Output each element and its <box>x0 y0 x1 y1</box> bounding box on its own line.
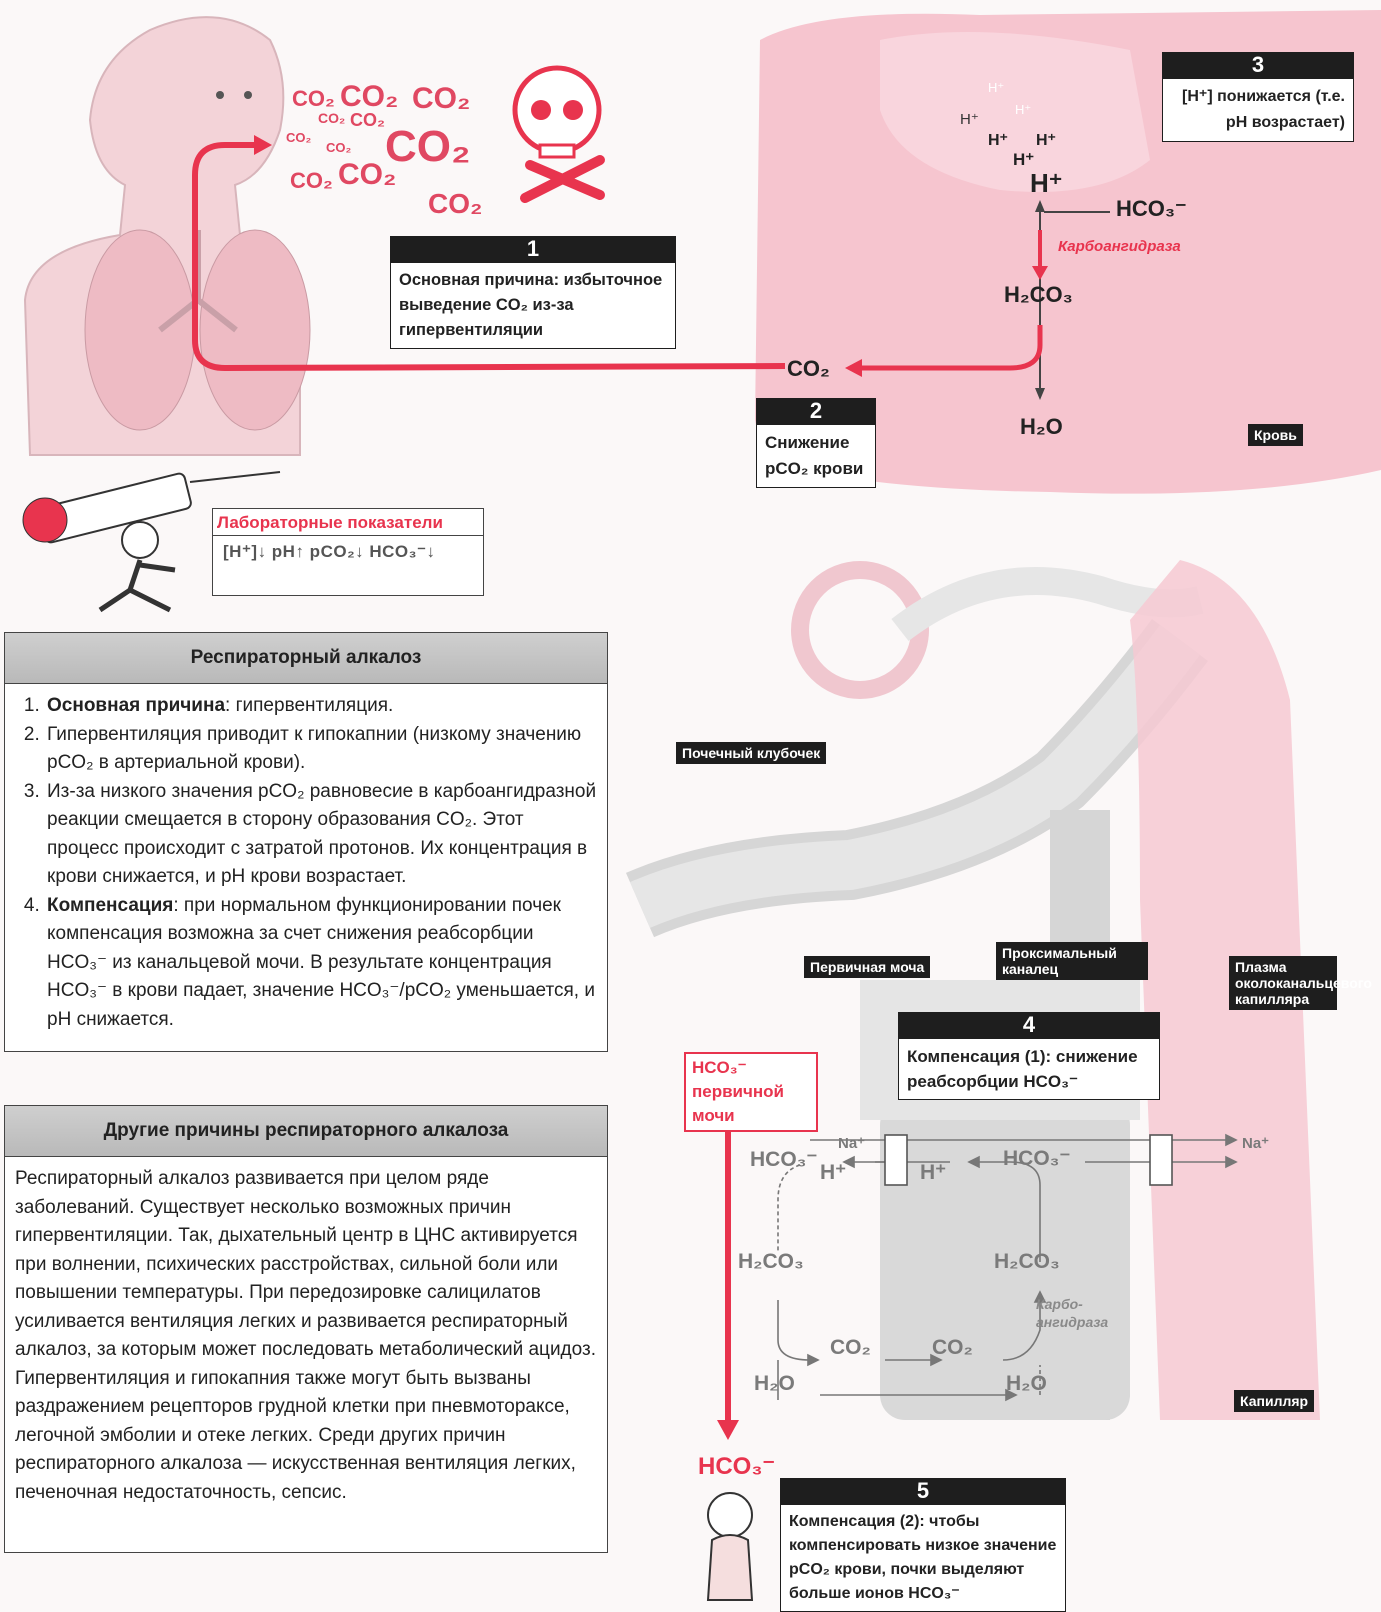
cell-h2o: H₂O <box>1006 1372 1047 1395</box>
co2: CO₂ <box>787 356 830 381</box>
hco3-primary-text: HCO₃⁻ первичной мочи <box>692 1058 784 1125</box>
h2o: H₂O <box>1020 414 1063 439</box>
blood-reaction-arrows <box>845 200 1110 400</box>
co2-label: CO₂ <box>318 110 346 126</box>
small-h-ion: H⁺ <box>1015 102 1032 117</box>
list-item: Основная причина: гипервентиляция. <box>45 692 597 721</box>
lab-title: Лабораторные показатели <box>213 509 483 536</box>
co2-label: CO₂ <box>286 130 312 145</box>
step-text: Компенсация (2): чтобы компенсировать ни… <box>780 1504 1066 1612</box>
step-number: 3 <box>1162 52 1354 78</box>
small-h-ion: H⁺ <box>960 111 979 128</box>
respiratory-alkalosis-panel: Респираторный алкалоз Основная причина: … <box>4 632 608 1052</box>
other-causes-panel: Другие причины респираторного алкалоза Р… <box>4 1105 608 1553</box>
list-item-bold: Основная причина <box>47 695 226 716</box>
list-item: Компенсация: при нормальном функциониров… <box>45 892 597 1035</box>
panel-title: Респираторный алкалоз <box>5 633 607 684</box>
co2-label: CO₂ <box>412 82 471 115</box>
co2-label: CO₂ <box>292 86 335 111</box>
step-number: 2 <box>756 398 876 424</box>
step1-box: 1 Основная причина: избыточное выведение… <box>390 236 676 349</box>
blood-label: Кровь <box>1248 424 1303 446</box>
step-number: 1 <box>390 236 676 262</box>
small-h-ion: H⁺ <box>1036 132 1056 149</box>
enzyme-label: Карбоангидраза <box>1058 238 1181 255</box>
co2-label: CO₂ <box>428 188 483 219</box>
step2-box: 2 Снижение pCO₂ крови <box>756 398 876 488</box>
cell-arrows <box>777 1133 1238 1402</box>
h2co3: H₂CO₃ <box>1004 282 1073 307</box>
panel1-list: Основная причина: гипервентиляция. Гипер… <box>15 692 597 1034</box>
small-h-ion: H⁺ <box>1013 150 1035 169</box>
primary-urine-label: Первичная моча <box>804 956 931 978</box>
step5-box: 5 Компенсация (2): чтобы компенсировать … <box>780 1478 1066 1612</box>
step-text: Компенсация (1): снижение реабсорбции HC… <box>898 1038 1160 1100</box>
panel-text: Респираторный алкалоз развивается при це… <box>15 1168 596 1503</box>
co2-label: CO₂ <box>326 140 352 155</box>
lab-values: [H⁺]↓ pH↑ pCO₂↓ HCO₃⁻↓ <box>223 542 436 561</box>
syringe-man-icon <box>22 471 281 613</box>
hco3-out-label: HCO₃⁻ <box>698 1453 776 1480</box>
list-item-bold: Компенсация <box>47 894 174 916</box>
co2-label: CO₂ <box>290 168 333 193</box>
plasma-label: Плазма околоканальцевого капилляра <box>1229 956 1372 1010</box>
lumen-co2: CO₂ <box>830 1336 871 1359</box>
step-number: 5 <box>780 1478 1066 1504</box>
cell-hco3: HCO₃⁻ <box>1003 1147 1071 1170</box>
list-item-text: : гипервентиляция. <box>225 695 394 716</box>
step-text: [H⁺] понижается (т.е. pH возрастает) <box>1162 78 1354 142</box>
left-lung <box>84 229 196 431</box>
list-item-text: : при нормальном функционировании почек … <box>47 894 595 1030</box>
cell-h2co3: H₂CO₃ <box>994 1250 1060 1273</box>
step-number: 4 <box>898 1012 1160 1038</box>
lab-panel: Лабораторные показатели [H⁺]↓ pH↑ pCO₂↓ … <box>212 508 484 596</box>
skull-icon <box>512 65 605 203</box>
cell-na: Na⁺ <box>1242 1135 1270 1152</box>
small-h-ion: H⁺ <box>988 80 1005 95</box>
hco3-primary-urine-box: HCO₃⁻ первичной мочи <box>684 1052 818 1132</box>
lumen-h: H⁺ <box>820 1161 847 1184</box>
small-h-ion: H⁺ <box>988 132 1008 149</box>
proximal-tubule-label: Проксимальный каналец <box>996 942 1148 980</box>
list-item-text: Из-за низкого значения pCO₂ равновесие в… <box>47 780 597 888</box>
co2-label: CO₂ <box>340 80 399 113</box>
co2-label: CO₂ <box>350 110 385 130</box>
step3-box: 3 [H⁺] понижается (т.е. pH возрастает) <box>1162 52 1354 142</box>
lumen-na: Na⁺ <box>838 1135 866 1152</box>
right-lung <box>199 229 311 431</box>
cell-enzyme: Карбо-ангидраза <box>1036 1296 1109 1330</box>
tubule-cell <box>880 1100 1130 1420</box>
capillary-label: Капилляр <box>1234 1390 1315 1412</box>
cell-co2: CO₂ <box>932 1336 973 1359</box>
lumen-h2co3: H₂CO₃ <box>738 1250 804 1273</box>
cell-h: H⁺ <box>920 1161 947 1184</box>
lumen-hco3: HCO₃⁻ <box>750 1148 818 1171</box>
step4-box: 4 Компенсация (1): снижение реабсорбции … <box>898 1012 1160 1100</box>
list-item-text: Гипервентиляция приводит к гипокапнии (н… <box>47 723 582 774</box>
lumen-h2o: H₂O <box>754 1372 795 1395</box>
h-plus: H⁺ <box>1030 168 1063 198</box>
boy-icon <box>706 1492 754 1601</box>
glomerulus-label: Почечный клубочек <box>676 742 827 764</box>
panel-title: Другие причины респираторного алкалоза <box>5 1106 607 1157</box>
capillary-tube <box>1130 560 1320 1420</box>
co2-label: CO₂ <box>385 122 471 171</box>
step-text: Снижение pCO₂ крови <box>756 424 876 488</box>
step-text: Основная причина: избыточное выведение C… <box>390 262 676 349</box>
co2-label: CO₂ <box>338 158 397 191</box>
hco3: HCO₃⁻ <box>1116 196 1187 221</box>
co2-return-arrow <box>192 142 786 372</box>
list-item: Гипервентиляция приводит к гипокапнии (н… <box>45 721 597 778</box>
list-item: Из-за низкого значения pCO₂ равновесие в… <box>45 778 597 892</box>
